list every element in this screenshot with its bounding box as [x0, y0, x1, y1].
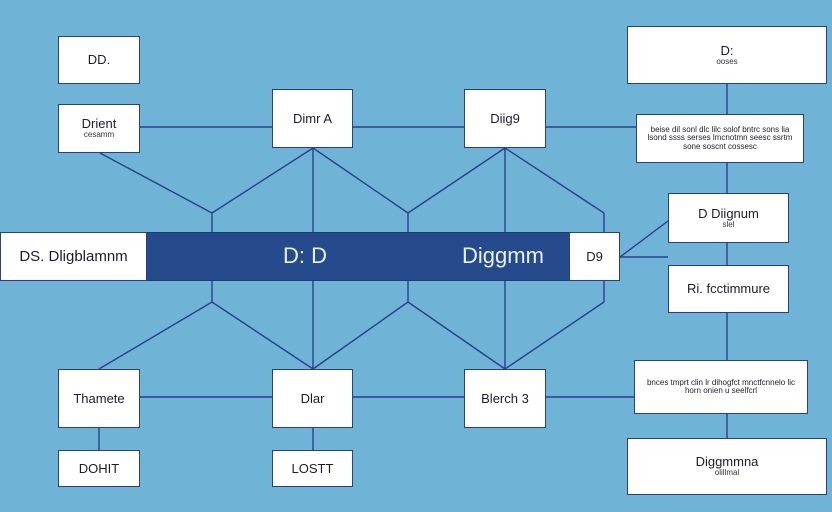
top-center-box-1: Dimr A — [272, 89, 353, 148]
central-band — [146, 232, 570, 281]
connector — [504, 147, 605, 214]
connector — [98, 301, 213, 370]
band-right-label: Diggmm — [462, 243, 544, 268]
band-center-label: D: D — [283, 243, 327, 268]
bottom-left-box: Thamete — [58, 369, 140, 428]
right-box-2-label: Ri. fcctimmure — [686, 281, 771, 297]
connector — [407, 147, 506, 214]
bottom-center-box-1: Dlar — [272, 369, 353, 428]
band-end-label: D9 — [586, 248, 603, 264]
right-box-1: D Diignum slel — [668, 193, 789, 243]
connector — [99, 152, 213, 214]
connector — [619, 220, 669, 258]
bottom-right-box: Diggmmna olillmal — [627, 438, 827, 495]
bottom-center-box-2-label: Blerch 3 — [481, 390, 529, 406]
bottom-box-2: LOSTT — [272, 450, 353, 487]
bottom-left-box-label: Thamete — [73, 390, 125, 406]
right-box-2: Ri. fcctimmure — [668, 265, 789, 313]
left-box-title: Drient — [81, 116, 117, 132]
bottom-right-box-sub: olillmal — [714, 468, 740, 478]
top-right-box-sub: ooses — [716, 56, 738, 66]
top-right-box-title: D: — [720, 42, 734, 58]
top-right-box: D: ooses — [627, 26, 827, 84]
band-end-box: D9 — [569, 232, 620, 281]
band-left-label: DS. Dligblamnm — [19, 247, 128, 265]
top-center-box-2-label: Diig9 — [490, 110, 520, 126]
right-note-1-text: beise dil sonl dlc lilc solof bntrc sons… — [647, 124, 793, 151]
connector — [211, 147, 314, 214]
band-left-label-box: DS. Dligblamnm — [0, 232, 147, 281]
connector — [312, 301, 409, 370]
connector — [504, 301, 605, 370]
bottom-box-2-label: LOSTT — [291, 460, 334, 476]
left-box: Drient cesamm — [58, 104, 140, 153]
top-center-box-1-label: Dimr A — [293, 110, 332, 126]
connector — [407, 301, 506, 370]
right-note-2-text: bnces tmprt clin lr dihogfct mnctfcnnelo… — [646, 377, 796, 395]
right-box-1-sub: slel — [722, 219, 735, 229]
top-left-box-label: DD. — [87, 52, 111, 68]
top-center-box-2: Diig9 — [464, 89, 546, 148]
bottom-right-box-title: Diggmmna — [695, 454, 759, 470]
bottom-box-1: DOHIT — [58, 450, 140, 487]
connector — [211, 301, 314, 370]
bottom-center-box-1-label: Dlar — [300, 390, 325, 406]
connector — [312, 147, 409, 214]
right-box-1-title: D Diignum — [698, 205, 759, 221]
right-note-1: beise dil sonl dlc lilc solof bntrc sons… — [636, 114, 804, 163]
bottom-center-box-2: Blerch 3 — [464, 369, 546, 428]
bottom-box-1-label: DOHIT — [78, 460, 120, 476]
left-box-sub: cesamm — [83, 130, 115, 140]
right-note-2: bnces tmprt clin lr dihogfct mnctfcnnelo… — [634, 360, 808, 414]
top-left-box: DD. — [58, 36, 140, 84]
